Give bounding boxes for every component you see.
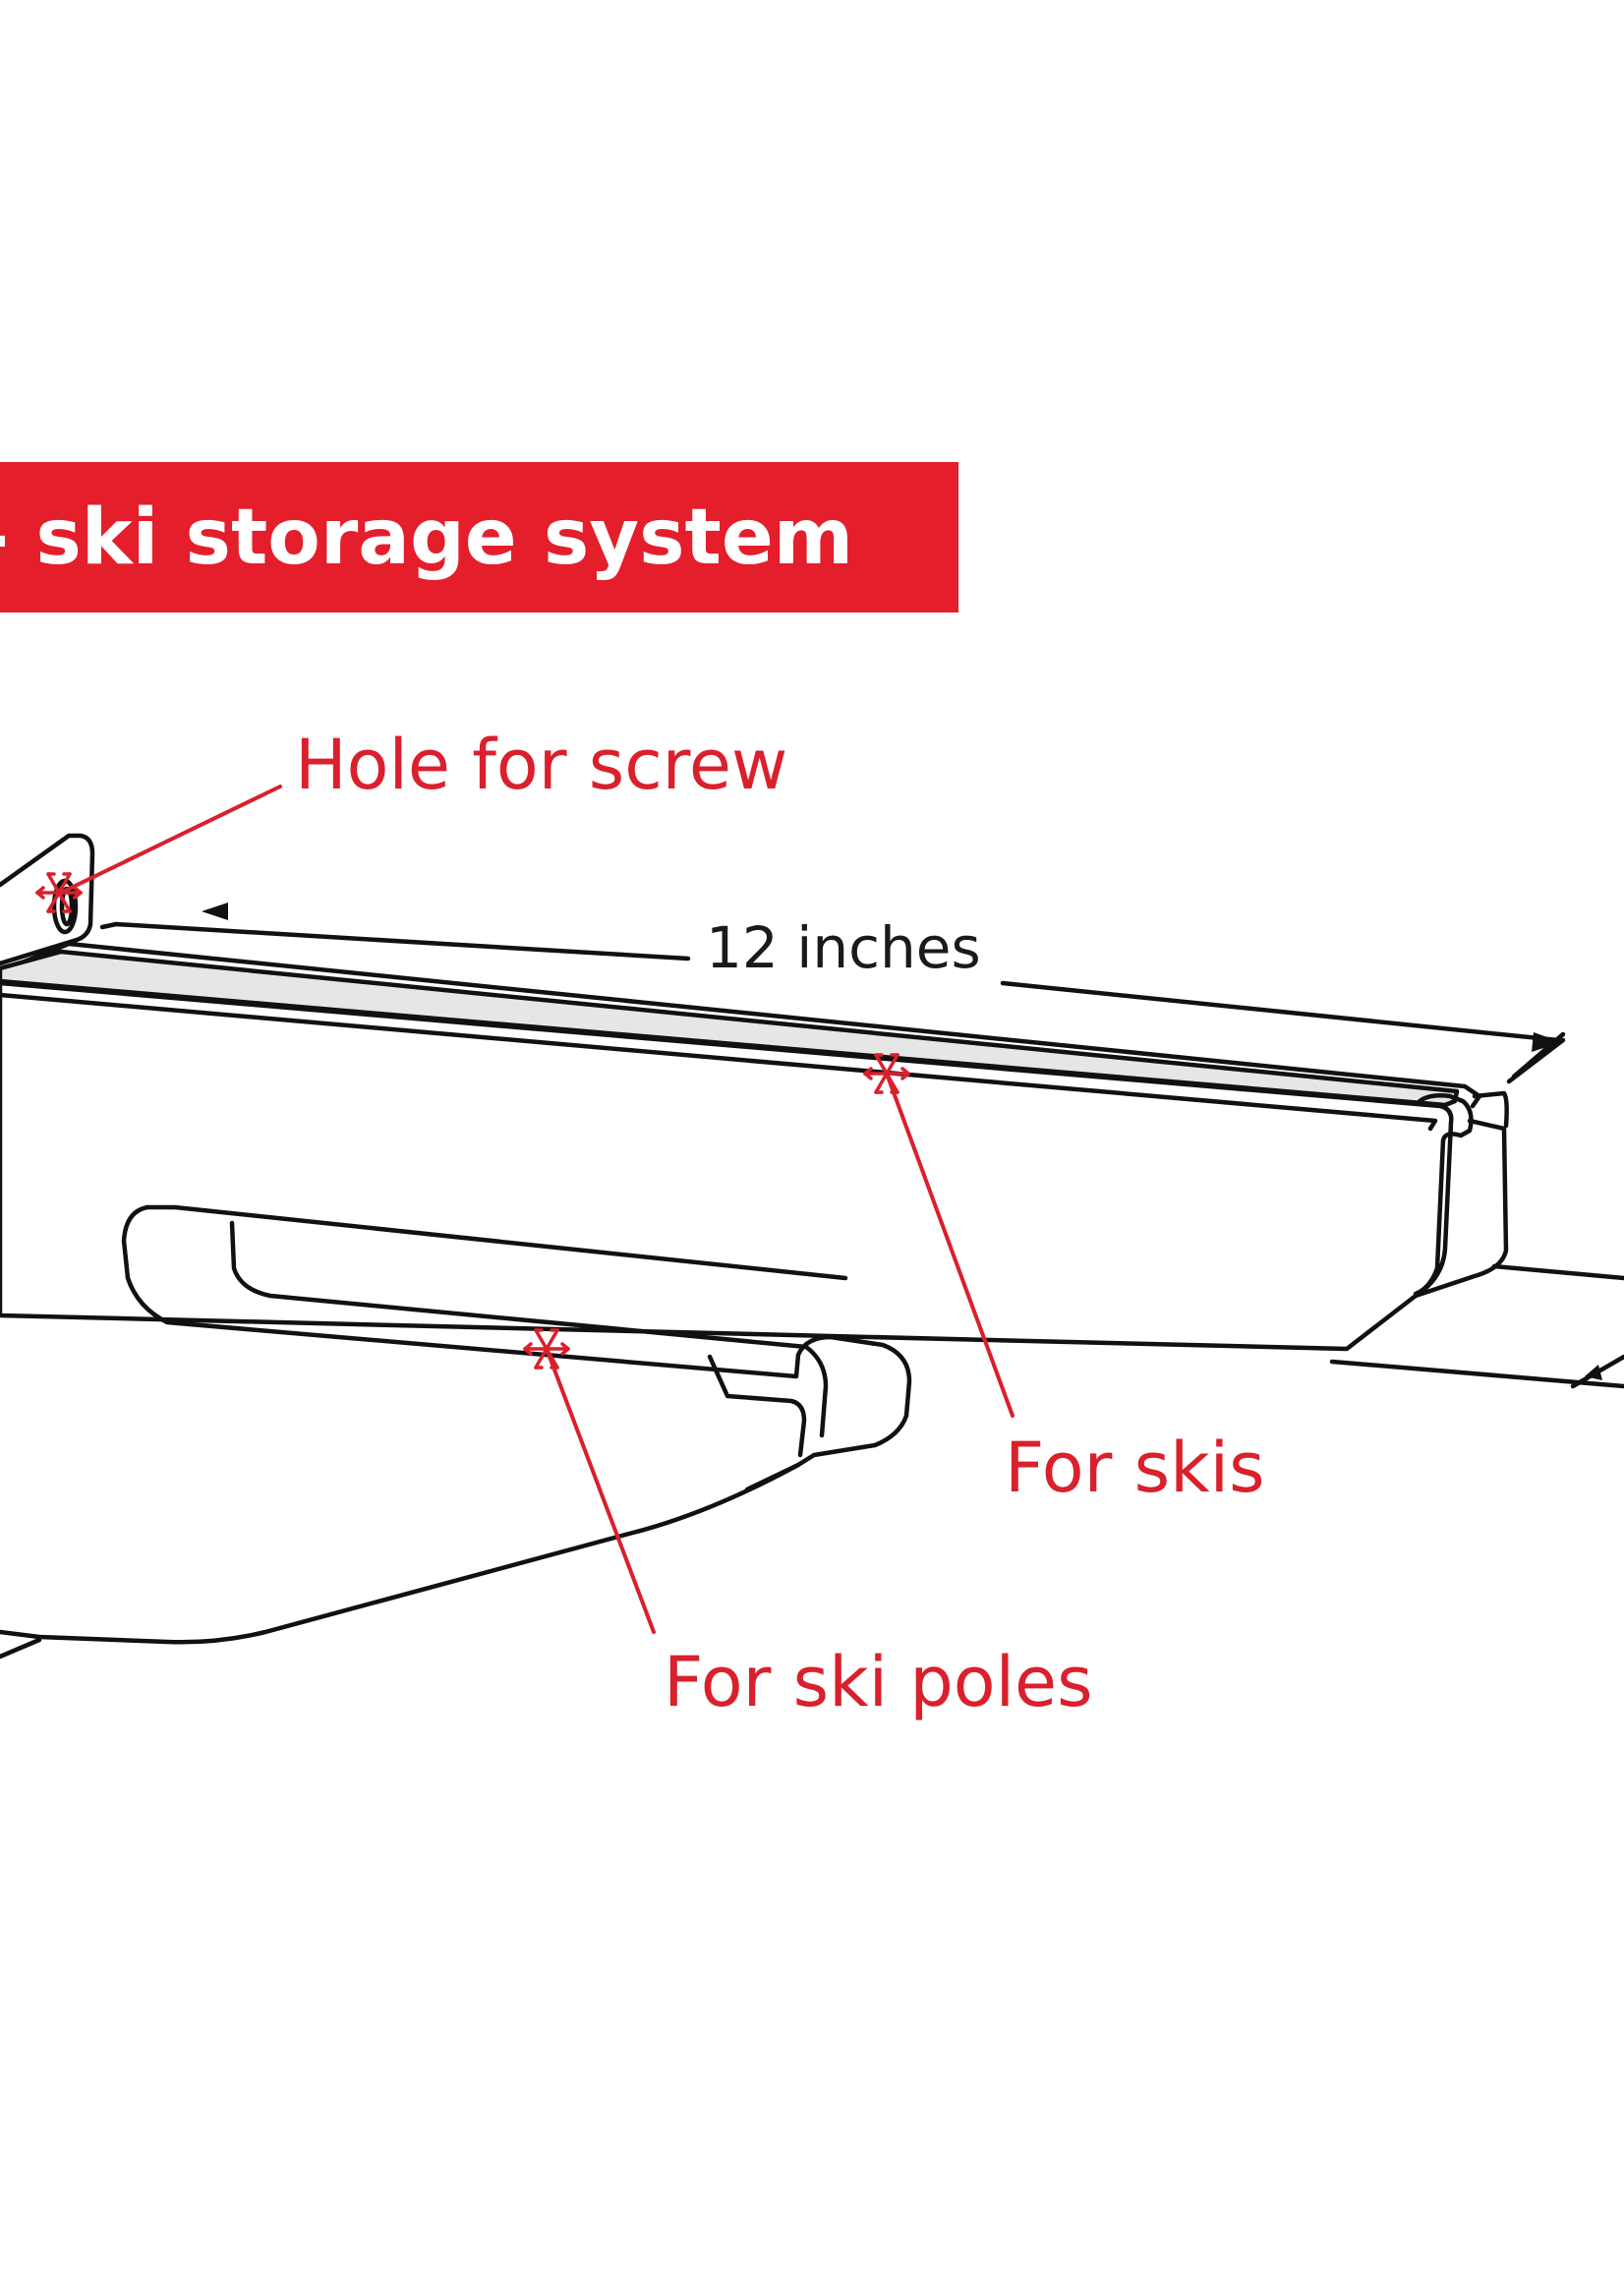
depth-line-bottom (1329, 1359, 1624, 1389)
dimension-arrow-left (202, 903, 228, 920)
rear-rail (12, 941, 1482, 1109)
callout-ski-poles: For ski poles (664, 1642, 1093, 1722)
rail-end (1413, 1093, 1474, 1297)
snowflake-icon (863, 1053, 910, 1094)
callout-leader-skis (885, 1072, 1015, 1418)
title-banner: ack - ski storage system (0, 462, 958, 612)
front-rail (0, 949, 1460, 1108)
snowflake-markers (35, 872, 910, 1370)
snowflake-icon (523, 1328, 570, 1370)
dimension-line-left (113, 921, 691, 962)
pole-slot-inner (229, 1220, 809, 1350)
callout-leader-poles (545, 1347, 656, 1634)
snowflake-icon (35, 872, 83, 913)
depth-line-top (1491, 1263, 1624, 1281)
dimension-arrow-right (1532, 1032, 1561, 1052)
rail-groove (0, 992, 1438, 1132)
dimension-label: 12 inches (706, 914, 981, 981)
dimension-line-right (1000, 980, 1561, 1043)
callout-leader-screw (59, 785, 282, 895)
page-title: ack - ski storage system (0, 493, 853, 582)
pole-slot-outer (121, 1204, 912, 1492)
callout-skis: For skis (1005, 1428, 1265, 1508)
bracket-bottom (0, 1462, 801, 1645)
callout-screw-hole: Hole for screw (295, 725, 788, 805)
